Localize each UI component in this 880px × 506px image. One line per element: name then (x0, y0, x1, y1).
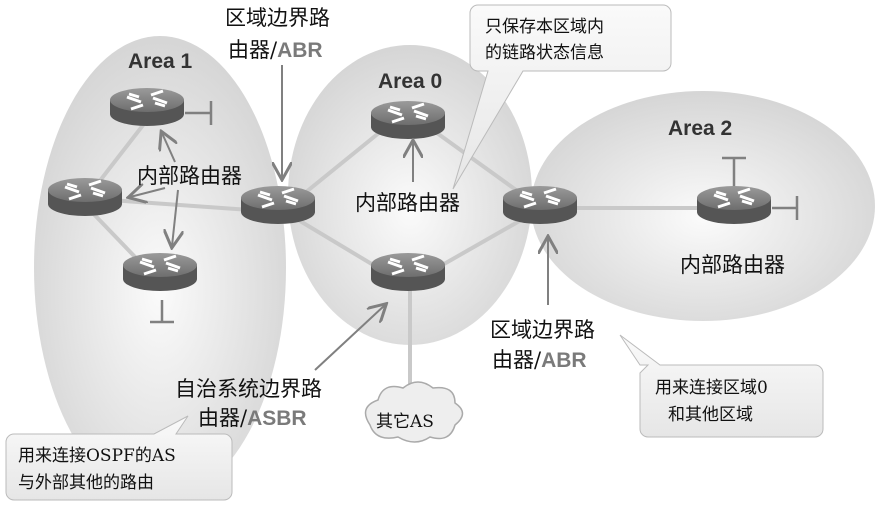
other-as-cloud[interactable]: 其它AS (364, 381, 464, 443)
router-area1-top[interactable] (108, 86, 186, 128)
callout-right-line2: 和其他区域 (668, 405, 753, 425)
area0-label: Area 0 (378, 70, 442, 93)
abr-bottom-label-1: 区域边界路 (490, 318, 595, 342)
callout-left-line2: 与外部其他的路由 (18, 473, 154, 493)
callout-top: 只保存本区域内 的链路状态信息 (452, 4, 672, 190)
asbr-label-2: 由器/ASBR (198, 406, 307, 430)
router-area1-bottom[interactable] (121, 251, 199, 293)
abr-top-label-1: 区域边界路 (225, 6, 330, 30)
links (83, 118, 700, 390)
callout-top-line1: 只保存本区域内 (485, 17, 604, 37)
router-abr-right[interactable] (501, 184, 579, 226)
arrows (130, 65, 548, 371)
internal-router-area0-label: 内部路由器 (355, 191, 460, 215)
router-abr-left[interactable] (239, 184, 317, 226)
callout-right: 用来连接区域0 和其他区域 (619, 334, 824, 438)
callout-left-line1: 用来连接OSPF的AS (18, 446, 176, 466)
abr-top-label-2: 由器/ABR (228, 38, 323, 62)
other-as-label: 其它AS (376, 412, 434, 432)
area0-region (288, 45, 532, 345)
callout-top-line2: 的链路状态信息 (485, 43, 604, 63)
asbr-label-1: 自治系统边界路 (175, 377, 322, 401)
stub-networks (150, 101, 799, 324)
callout-right-line1: 用来连接区域0 (655, 378, 768, 398)
router-area1-left[interactable] (46, 176, 124, 218)
router-asbr[interactable] (369, 251, 447, 293)
abr-bottom-label-2: 由器/ABR (492, 348, 587, 372)
internal-router-area1-label: 内部路由器 (137, 164, 242, 188)
router-area2[interactable] (695, 184, 773, 226)
internal-router-area2-label: 内部路由器 (680, 253, 785, 277)
router-area0-top[interactable] (369, 99, 447, 141)
area1-label: Area 1 (128, 50, 193, 73)
area2-label: Area 2 (668, 117, 732, 140)
callout-left: 用来连接OSPF的AS 与外部其他的路由 (5, 415, 233, 501)
